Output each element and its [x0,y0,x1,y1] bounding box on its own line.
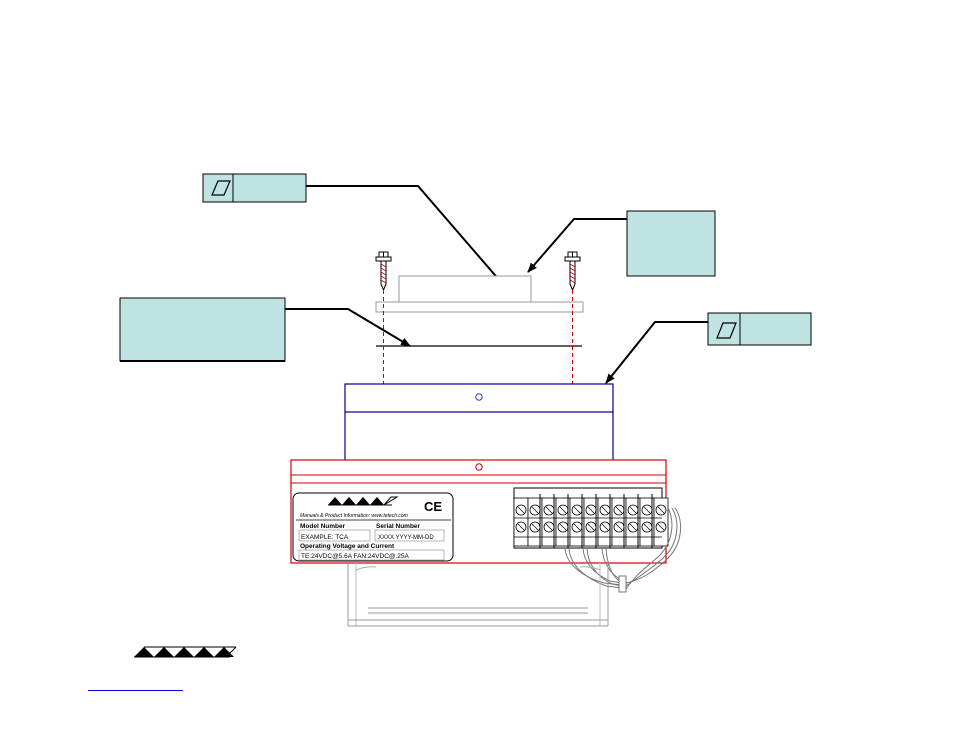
footer-link[interactable] [88,676,183,691]
cold-plate [375,275,584,347]
mounting-hole [475,463,483,471]
serial-number-value: XXXX YYYY-MM-DD [378,535,434,541]
model-number-value: EXAMPLE: TCA [301,534,349,541]
product-label: CE Manuals & Product Information: www.te… [292,492,454,562]
leader-upper-right [527,218,627,273]
terminal-wires [564,507,682,593]
terminal-block [513,487,669,549]
screw-centerlines [383,290,573,384]
leader-lines [285,185,708,384]
mounting-hole [475,393,483,401]
flatness-icon [211,180,231,196]
heatsink [344,383,614,460]
voltage-heading: Operating Voltage and Current [300,543,395,550]
flatness-callout-right [707,312,812,346]
label-web-line: Manuals & Product Information: www.tetec… [300,513,408,519]
callout-box-upper-right [626,210,716,277]
leader-left [285,308,411,347]
fan-guard [347,563,609,627]
callout-box-left [119,297,286,362]
leader-flatness-top [306,185,527,312]
leader-flatness-right [605,321,708,384]
logo-triangles [328,496,399,506]
ce-mark: CE [424,499,442,514]
mounting-screw-right [564,251,581,292]
model-number-heading: Model Number [300,523,346,530]
flatness-callout-top [202,173,307,203]
voltage-value: TE:24VDC@5.6A FAN:24VDC@.25A [301,553,410,560]
flatness-icon [716,322,737,339]
serial-number-heading: Serial Number [376,523,421,530]
footer-logo [134,646,237,658]
mounting-screw-left [375,251,392,292]
